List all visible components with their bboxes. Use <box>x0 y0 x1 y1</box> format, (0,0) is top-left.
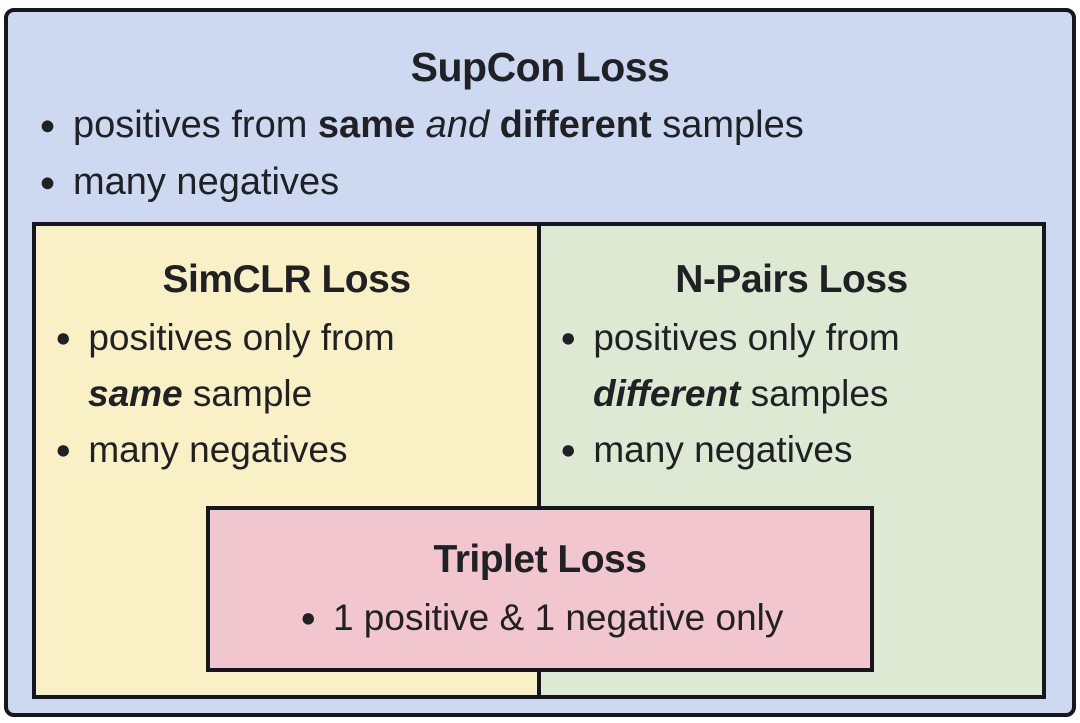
npairs-loss-title: N-Pairs Loss <box>675 258 908 301</box>
supcon-bullet1-different: different <box>499 104 652 146</box>
triplet-bullet: ● 1 positive & 1 negative only <box>210 596 870 640</box>
bullet-icon: ● <box>39 110 56 141</box>
npairs-bullet1-emph: different <box>593 373 741 414</box>
supcon-bullet1-and: and <box>415 104 500 146</box>
supcon-bullet2-text: many negatives <box>72 161 340 203</box>
simclr-bullet-negatives: ● many negatives <box>52 428 348 472</box>
simclr-bullet1-line1: positives only from <box>88 317 395 358</box>
bullet-icon: ● <box>55 322 72 353</box>
npairs-bullet2-text: many negatives <box>593 429 853 470</box>
bullet-icon: ● <box>55 434 72 465</box>
bullet-icon: ● <box>39 167 56 198</box>
simclr-bullet-positives-cont: same sample <box>88 372 312 416</box>
triplet-loss-box: Triplet Loss ● 1 positive & 1 negative on… <box>206 506 874 672</box>
supcon-bullet-positives: ● positives from same and different sampl… <box>36 103 804 149</box>
npairs-bullet1-line1: positives only from <box>593 317 900 358</box>
npairs-bullet-negatives: ● many negatives <box>557 428 853 472</box>
supcon-loss-title: SupCon Loss <box>410 44 670 90</box>
bullet-icon: ● <box>560 322 577 353</box>
bullet-icon: ● <box>560 434 577 465</box>
npairs-bullet-positives: ● positives only from <box>557 316 900 360</box>
triplet-loss-title: Triplet Loss <box>433 538 647 581</box>
simclr-bullet2-text: many negatives <box>88 429 348 470</box>
simclr-loss-title: SimCLR Loss <box>162 258 411 301</box>
simclr-bullet1-rest: sample <box>182 373 313 414</box>
supcon-bullet1-pre: positives from <box>72 104 318 146</box>
supcon-bullet1-same: same <box>317 104 416 146</box>
simclr-bullet-positives: ● positives only from <box>52 316 395 360</box>
bullet-icon: ● <box>299 602 316 633</box>
supcon-bullet1-post: samples <box>651 104 804 146</box>
npairs-bullet-positives-cont: different samples <box>593 372 888 416</box>
supcon-bullet-negatives: ● many negatives <box>36 160 339 206</box>
triplet-bullet1-text: 1 positive & 1 negative only <box>332 597 784 638</box>
npairs-bullet1-rest: samples <box>740 373 889 414</box>
simclr-bullet1-emph: same <box>88 373 183 414</box>
